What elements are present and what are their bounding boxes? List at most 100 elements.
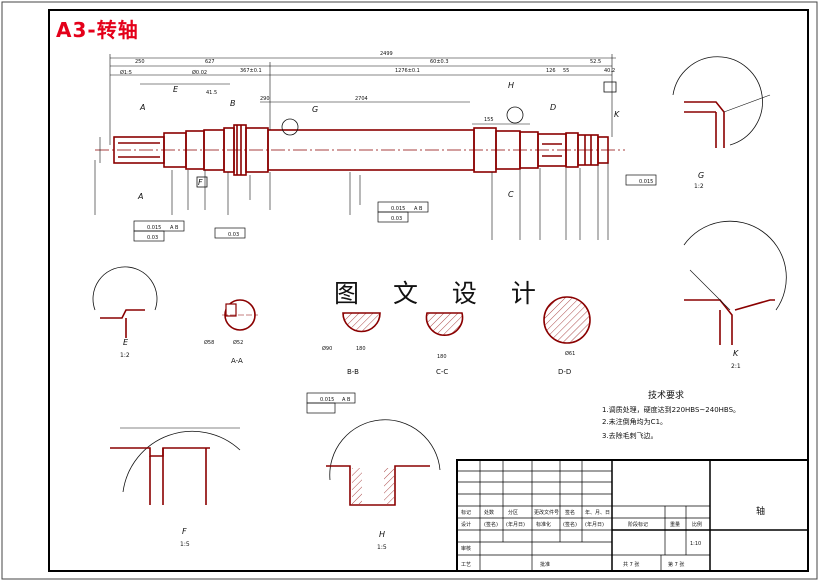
detail-view-E: E 1:2 bbox=[92, 266, 158, 359]
aa-dim-1: Ø58 bbox=[204, 339, 214, 346]
tb-design: 设计 bbox=[461, 521, 471, 528]
tb-standard: 标准化 bbox=[536, 521, 551, 528]
view-G-label: G bbox=[698, 171, 704, 180]
dim-52-5: 52.5 bbox=[590, 59, 601, 65]
dim-126: 126 bbox=[546, 68, 556, 74]
dim-left-250: 250 bbox=[135, 59, 145, 65]
tb-header-2: 处数 bbox=[484, 509, 494, 516]
marker-G: G bbox=[312, 105, 318, 114]
detail-view-G: G 1:2 bbox=[672, 56, 771, 190]
view-K-label: K bbox=[733, 349, 739, 358]
marker-H: H bbox=[508, 81, 514, 90]
dim-overall: 2499 bbox=[380, 51, 393, 57]
dim-55: 55 bbox=[563, 68, 569, 74]
gdt2-datum: A B bbox=[414, 206, 423, 212]
view-H-scale: 1:5 bbox=[377, 544, 387, 551]
section-A-A: A-A Ø58 Ø52 bbox=[204, 299, 258, 365]
gdt-frame-3: 0.03 bbox=[214, 227, 246, 239]
main-shaft-view bbox=[95, 124, 625, 176]
drawing-title: A3-转轴 bbox=[56, 18, 139, 42]
section-C-C: C-C 180 bbox=[425, 312, 464, 376]
gdt1-value: 0.015 bbox=[147, 225, 161, 231]
dim-41-5: 41.5 bbox=[206, 90, 217, 96]
dim-40-2: 40.2 bbox=[604, 68, 615, 74]
detail-circle-G bbox=[281, 118, 299, 136]
gdt2-value: 0.015 bbox=[391, 206, 405, 212]
technical-requirements: 技术要求 1.调质处理，硬度达到220HBS~240HBS。 2.未注倒角均为C… bbox=[602, 389, 740, 440]
gdt1-datum: A B bbox=[170, 225, 179, 231]
dim-367: 367±0.1 bbox=[240, 68, 262, 74]
dim-290: 290 bbox=[260, 96, 270, 102]
tb-header-5: 签名 bbox=[565, 509, 575, 516]
tb-header-4: 更改文件号 bbox=[534, 509, 559, 516]
section-D-D-label: D-D bbox=[558, 368, 571, 376]
marker-B: B bbox=[230, 99, 236, 108]
section-A-A-label: A-A bbox=[231, 357, 243, 365]
view-F-label: F bbox=[182, 527, 187, 536]
view-F-scale: 1:5 bbox=[180, 541, 190, 548]
view-K-scale: 2:1 bbox=[731, 363, 741, 370]
tb-header-3: 分区 bbox=[508, 509, 518, 516]
marker-E: E bbox=[173, 85, 179, 94]
datum-B-box bbox=[603, 81, 617, 93]
tb-review: 审核 bbox=[461, 545, 471, 552]
watermark-text: 图 文 设 计 bbox=[334, 279, 549, 308]
gdt-frame-1: 0.015 A B 0.03 bbox=[133, 220, 185, 242]
tb-sheets: 共 7 张 bbox=[623, 561, 639, 568]
tb-design-sign: (签名) bbox=[484, 521, 498, 528]
marker-A-top: A bbox=[139, 103, 145, 112]
dim-right: 60±0.3 bbox=[430, 59, 449, 65]
tb-stage: 阶段标记 bbox=[628, 521, 648, 528]
marker-F: F bbox=[198, 178, 203, 187]
marker-K: K bbox=[614, 110, 620, 119]
section-B-B: B-B Ø90 180 bbox=[322, 312, 381, 376]
tech-req-item-3: 3.去除毛刺飞边。 bbox=[602, 431, 658, 440]
datum-A-box bbox=[196, 176, 208, 188]
tb-scale-value: 1:10 bbox=[690, 541, 701, 547]
title-block bbox=[456, 459, 809, 572]
tb-weight: 重量 bbox=[670, 521, 680, 528]
tb-sheet-no: 第 7 张 bbox=[668, 561, 684, 568]
view-E-scale: 1:2 bbox=[120, 352, 130, 359]
tech-req-heading: 技术要求 bbox=[648, 389, 684, 401]
tb-standard-sign: (签名) bbox=[563, 521, 577, 528]
gdt-frame-2: 0.015 A B 0.03 bbox=[377, 201, 429, 223]
detail-view-H: H 1:5 bbox=[326, 419, 441, 551]
gdt3-value: 0.03 bbox=[228, 232, 239, 238]
marker-C: C bbox=[508, 190, 514, 199]
view-H-label: H bbox=[379, 530, 385, 539]
dim-1276: 1276±0.1 bbox=[395, 68, 420, 74]
gdt-frame-5: 0.015 bbox=[625, 174, 657, 186]
bb-dim-2: 180 bbox=[356, 346, 366, 352]
tb-part-name: 轴 bbox=[756, 505, 765, 517]
tb-approve: 批准 bbox=[540, 561, 550, 568]
section-C-C-label: C-C bbox=[436, 368, 448, 376]
tb-process: 工艺 bbox=[461, 562, 471, 568]
tech-req-item-2: 2.未注倒角均为C1。 bbox=[602, 417, 667, 426]
bb-dim-1: Ø90 bbox=[322, 345, 332, 352]
dd-dim-1: Ø61 bbox=[565, 350, 575, 357]
dim-taper: Ø1:5 bbox=[120, 69, 132, 76]
gdt4-datum: A B bbox=[342, 397, 351, 403]
section-B-B-label: B-B bbox=[347, 368, 359, 376]
view-E-label: E bbox=[123, 338, 129, 347]
dim-627: 627 bbox=[205, 59, 215, 65]
tb-scale-label: 比例 bbox=[692, 521, 702, 528]
detail-view-F: F 1:5 bbox=[110, 427, 241, 548]
gdt4-value: 0.015 bbox=[320, 397, 334, 403]
gdt2-runout: 0.03 bbox=[391, 216, 402, 222]
tb-header-6: 年、月、日 bbox=[585, 509, 610, 516]
cc-dim-1: 180 bbox=[437, 354, 447, 360]
gdt5-value: 0.015 bbox=[639, 179, 653, 185]
dim-2704: 2704 bbox=[355, 96, 368, 102]
gdt-frame-4: 0.015 A B bbox=[306, 392, 356, 414]
aa-dim-2: Ø52 bbox=[233, 339, 243, 346]
marker-D: D bbox=[550, 103, 556, 112]
gdt1-runout: 0.03 bbox=[147, 235, 158, 241]
tb-design-date: (年月日) bbox=[506, 521, 525, 528]
dim-runout: Ø0.02 bbox=[192, 69, 207, 76]
tb-standard-date: (年月日) bbox=[585, 521, 604, 528]
tb-header-1: 标记 bbox=[461, 509, 471, 516]
section-D-D: D-D Ø61 bbox=[543, 296, 591, 376]
